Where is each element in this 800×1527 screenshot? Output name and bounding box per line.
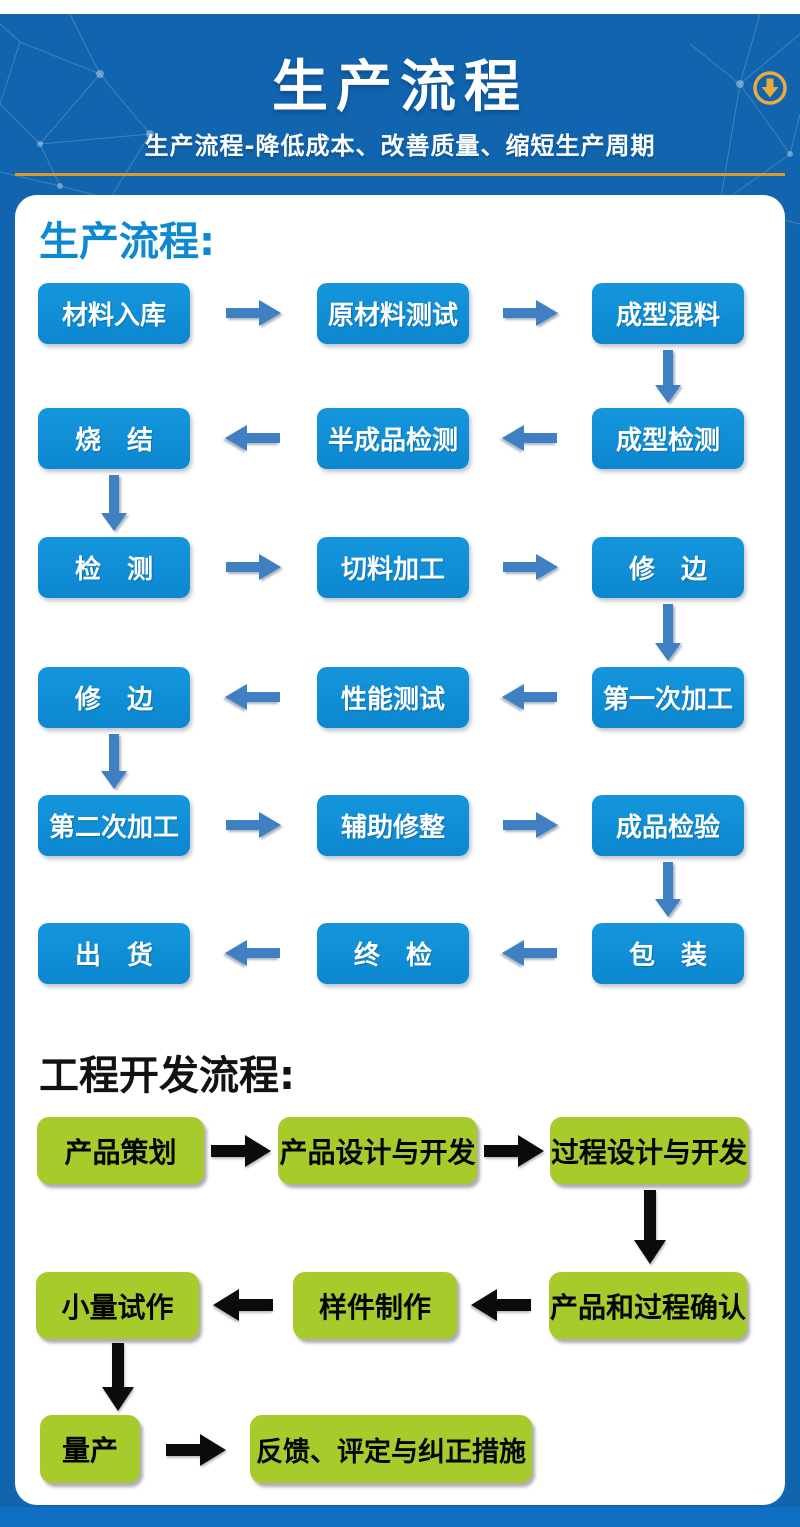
eng-step-confirm-process: 产品和过程确认 — [549, 1272, 747, 1339]
flow-step-mix: 成型混料 — [592, 283, 744, 344]
flow-step-final-check: 成品检验 — [592, 795, 744, 856]
flow-step-material-in: 材料入库 — [38, 283, 190, 344]
page-title: 生产流程 — [272, 55, 528, 120]
arrow-right-icon — [224, 812, 282, 838]
gold-divider — [15, 173, 785, 176]
arrow-down-icon — [655, 604, 681, 661]
flow-step-cut: 切料加工 — [317, 537, 469, 598]
eng-step-pilot-run: 小量试作 — [36, 1272, 199, 1339]
footer-strip — [0, 1507, 800, 1527]
arrow-left-icon — [471, 1289, 533, 1321]
eng-step-process-design: 过程设计与开发 — [550, 1117, 748, 1184]
arrow-right-icon — [501, 554, 559, 580]
arrow-right-icon — [501, 300, 559, 326]
arrow-down-icon — [655, 862, 681, 917]
arrow-right-icon — [224, 554, 282, 580]
arrow-left-icon — [501, 425, 559, 451]
flow-step-sinter: 烧 结 — [38, 408, 190, 469]
flow-step-trim-2: 修 边 — [38, 667, 190, 728]
eng-step-feedback: 反馈、评定与纠正措施 — [250, 1415, 532, 1483]
arrow-down-icon — [102, 1343, 134, 1411]
arrow-down-icon — [101, 475, 127, 531]
eng-step-sample-make: 样件制作 — [293, 1272, 457, 1339]
flow-step-final-insp: 终 检 — [317, 923, 469, 984]
content-card: 生产流程: 材料入库 原材料测试 成型混料 烧 结 半成品检测 成型检测 检 测… — [15, 195, 785, 1505]
flow-step-mold-inspect: 成型检测 — [592, 408, 744, 469]
arrow-left-icon — [224, 684, 282, 710]
flow-step-perf-test: 性能测试 — [317, 667, 469, 728]
arrow-right-icon — [501, 812, 559, 838]
flow-step-trim-1: 修 边 — [592, 537, 744, 598]
arrow-left-icon — [224, 425, 282, 451]
arrow-left-icon — [224, 940, 282, 966]
eng-step-mass-production: 量产 — [40, 1415, 140, 1483]
arrow-left-icon — [501, 684, 559, 710]
arrow-right-icon — [482, 1135, 544, 1167]
flow-step-ship: 出 货 — [38, 923, 190, 984]
flow-step-aux-finish: 辅助修整 — [317, 795, 469, 856]
flow-step-inspect: 检 测 — [38, 537, 190, 598]
arrow-left-icon — [501, 940, 559, 966]
flow-step-second-mach: 第二次加工 — [38, 795, 190, 856]
arrow-down-icon — [101, 734, 127, 789]
scroll-down-icon[interactable] — [750, 68, 790, 108]
production-flow-heading: 生产流程: — [39, 219, 215, 265]
flow-step-semi-inspect: 半成品检测 — [317, 408, 469, 469]
page-subtitle: 生产流程-降低成本、改善质量、缩短生产周期 — [144, 132, 656, 160]
arrow-left-icon — [213, 1289, 275, 1321]
eng-step-product-plan: 产品策划 — [37, 1117, 204, 1184]
arrow-right-icon — [209, 1135, 271, 1167]
flow-step-pack: 包 装 — [592, 923, 744, 984]
arrow-down-icon — [655, 350, 681, 403]
eng-step-product-design: 产品设计与开发 — [278, 1117, 477, 1184]
engineering-flow-heading: 工程开发流程: — [39, 1053, 295, 1099]
flow-step-raw-test: 原材料测试 — [317, 283, 469, 344]
arrow-right-icon — [164, 1434, 226, 1466]
flow-step-first-mach: 第一次加工 — [592, 667, 744, 728]
arrow-right-icon — [224, 300, 282, 326]
arrow-down-icon — [634, 1190, 666, 1264]
